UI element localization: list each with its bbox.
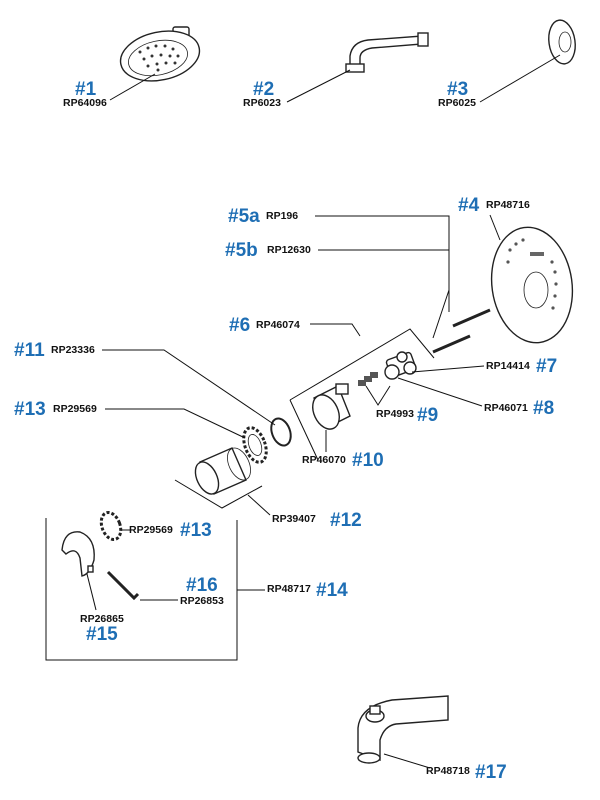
flange-icon [548, 19, 576, 65]
part-number-11: RP23336 [51, 344, 95, 356]
part-number-2: RP6023 [243, 97, 281, 109]
lever-handle-icon [61, 531, 95, 577]
bracket-12 [174, 479, 263, 509]
part-number-17: RP48718 [426, 765, 470, 777]
leader-line-4 [489, 214, 501, 241]
callout-number-1: #1 [75, 79, 97, 100]
callout-number-12: #12 [330, 510, 362, 531]
hex-wrench-icon [106, 570, 140, 601]
part-number-3: RP6025 [438, 97, 476, 109]
callout-number-13b: #13 [180, 520, 212, 541]
part-number-7: RP14414 [486, 360, 530, 372]
shower-arm-icon [345, 32, 429, 73]
callout-number-14: #14 [316, 580, 348, 601]
callout-number-7: #7 [536, 356, 557, 377]
part-number-5a: RP196 [266, 210, 298, 222]
callout-number-5b: #5b [225, 240, 258, 261]
leader-line-2 [286, 69, 351, 103]
bracket-6-left [289, 399, 319, 461]
o-ring-icon [270, 417, 292, 447]
leader-line-11 [102, 349, 276, 426]
screw-icon [432, 308, 491, 354]
callout-number-3: #3 [447, 79, 468, 100]
leader-line-3 [479, 54, 561, 103]
callout-number-2: #2 [253, 79, 274, 100]
part-number-9: RP4993 [376, 408, 414, 420]
part-number-6: RP46074 [256, 319, 300, 331]
callout-number-10: #10 [352, 450, 384, 471]
part-number-4: RP48716 [486, 199, 530, 211]
part-number-1: RP64096 [63, 97, 107, 109]
screw-icon [358, 372, 378, 386]
part-number-16: RP26853 [180, 595, 224, 607]
callout-number-16: #16 [186, 575, 218, 596]
part-number-5b: RP12630 [267, 244, 311, 256]
part-number-13b: RP29569 [129, 524, 173, 536]
callout-number-4: #4 [458, 195, 480, 216]
leader-line-8 [397, 377, 483, 407]
part-number-10: RP46070 [302, 454, 346, 466]
leader-line-7 [411, 365, 485, 373]
leader-line-1 [109, 73, 156, 101]
leader-lines [45, 54, 561, 769]
part-number-14: RP48717 [267, 583, 311, 595]
leader-line-5-split [432, 289, 450, 339]
part-number-8: RP46071 [484, 402, 528, 414]
splined-adapter-icon [99, 510, 123, 542]
tub-spout-icon [357, 695, 449, 764]
leader-line-12 [247, 494, 271, 516]
part-number-12: RP39407 [272, 513, 316, 525]
callout-number-5a: #5a [228, 206, 260, 227]
trim-plate-icon [490, 226, 574, 344]
callout-number-11: #11 [14, 340, 45, 361]
stop-valve-icon [384, 351, 417, 380]
callout-number-9: #9 [417, 405, 438, 426]
leader-line-6 [310, 323, 361, 337]
callout-number-13a: #13 [14, 399, 46, 420]
leader-line-13a [105, 408, 246, 439]
cartridge-icon [312, 383, 351, 430]
sleeve-icon [194, 447, 251, 495]
callout-number-15: #15 [86, 624, 118, 645]
callout-number-17: #17 [475, 762, 507, 783]
callout-number-8: #8 [533, 398, 554, 419]
shower-head-icon [119, 26, 201, 82]
leader-line-17 [383, 753, 431, 769]
part-number-15: RP26865 [80, 613, 124, 625]
part-number-13a: RP29569 [53, 403, 97, 415]
splined-adapter-icon [242, 426, 268, 464]
leader-line-15 [86, 573, 97, 611]
callout-number-6: #6 [229, 315, 250, 336]
leader-line-9 [365, 385, 391, 406]
leader-line-5a [315, 215, 450, 312]
bracket-6 [289, 328, 435, 401]
